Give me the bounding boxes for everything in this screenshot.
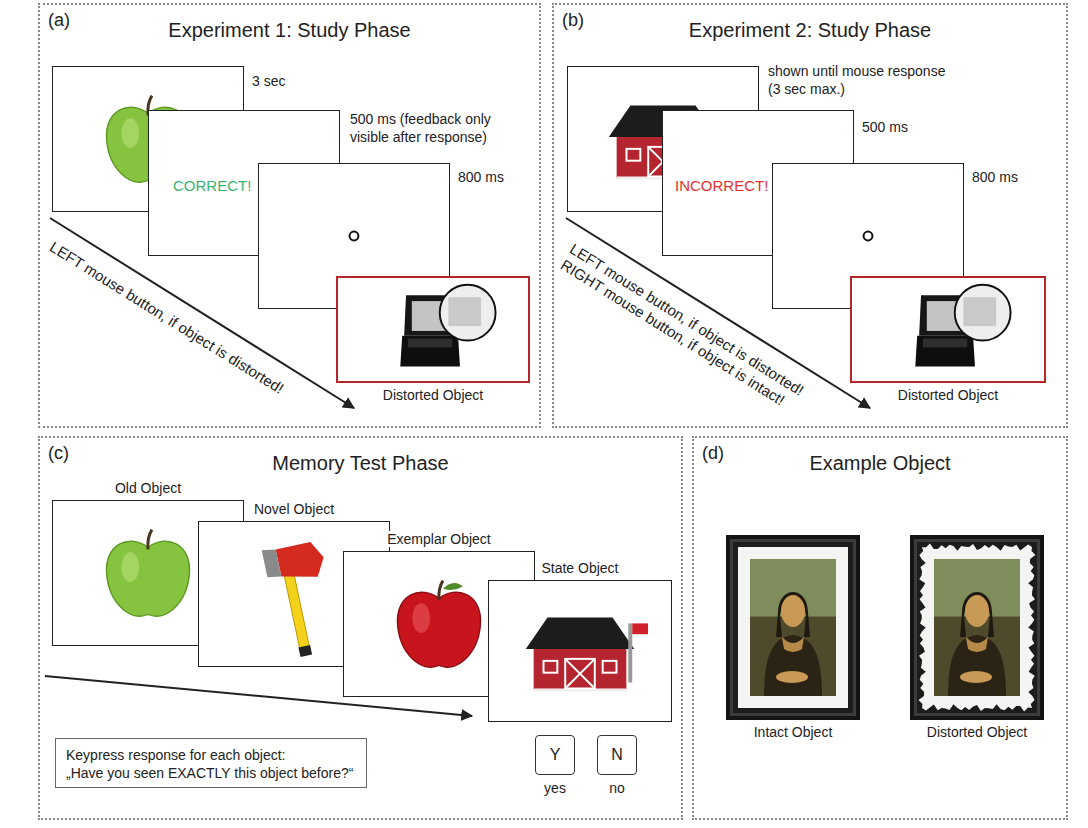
response-instruction: LEFT mouse button, if object is distorte… xyxy=(47,238,287,397)
screen-node: Distorted Object xyxy=(336,276,530,405)
timing-label: 800 ms xyxy=(458,169,504,185)
key-frame: Y xyxy=(535,735,575,775)
panel-letter-holder: (c) xyxy=(48,443,69,465)
panel-title-holder: Experiment 2: Study Phase xyxy=(554,18,1066,42)
timing-label-holder: 500 ms (feedback only visible after resp… xyxy=(350,110,522,146)
screen-node: Distorted Object xyxy=(910,535,1044,742)
instruction-text: „Have you seen EXACTLY this object befor… xyxy=(66,765,353,781)
panel-letter: (c) xyxy=(48,443,69,463)
screen-frame xyxy=(488,580,672,722)
object-heading: Exemplar Object xyxy=(384,531,493,547)
object-caption-holder: Intact Object xyxy=(706,723,880,741)
screen-node: State Object xyxy=(488,558,672,722)
panel-title: Experiment 1: Study Phase xyxy=(168,19,410,41)
timing-label: 500 ms xyxy=(862,119,908,135)
key-caption: no xyxy=(609,780,625,796)
panel-title: Example Object xyxy=(809,452,950,474)
key-node: Yyes xyxy=(535,735,575,797)
panel-letter-holder: (b) xyxy=(562,10,584,32)
instruction-text-holder: Keypress response for each object: xyxy=(66,746,285,764)
timing-label: 3 sec xyxy=(252,73,285,89)
instruction-box: Keypress response for each object: „Have … xyxy=(55,738,367,788)
key-letter-holder: N xyxy=(598,745,636,764)
object-caption: Intact Object xyxy=(754,724,833,740)
object-caption: Distorted Object xyxy=(383,387,483,403)
panel-title-holder: Experiment 1: Study Phase xyxy=(40,18,539,42)
object-heading-holder: Exemplar Object xyxy=(343,530,535,548)
key-frame: N xyxy=(597,735,637,775)
key-caption-holder: no xyxy=(587,779,647,797)
panel-letter: (d) xyxy=(702,443,724,463)
timing-label: 800 ms xyxy=(972,169,1018,185)
screen-node: Distorted Object xyxy=(850,276,1046,405)
timing-label-holder: 800 ms xyxy=(972,168,1018,186)
response-instruction: RIGHT mouse button, if object is intact! xyxy=(558,256,788,409)
response-instruction: LEFT mouse button, if object is distorte… xyxy=(567,240,807,399)
object-caption: Distorted Object xyxy=(927,724,1027,740)
screen-frame xyxy=(726,535,860,720)
feedback-text: CORRECT! xyxy=(173,177,251,194)
screen-frame xyxy=(850,276,1046,383)
timing-label: shown until mouse response (3 sec max.) xyxy=(768,63,945,97)
figure-panel: (a) Experiment 1: Study PhaseCORRECT! Dist… xyxy=(38,3,541,428)
panel-title: Experiment 2: Study Phase xyxy=(689,19,931,41)
key-node: Nno xyxy=(597,735,637,797)
object-heading-holder: State Object xyxy=(488,559,672,577)
panel-letter: (b) xyxy=(562,10,584,30)
object-caption-holder: Distorted Object xyxy=(316,386,550,404)
key-letter-holder: Y xyxy=(536,745,574,764)
object-picture xyxy=(338,278,528,381)
panel-letter-holder: (d) xyxy=(702,443,724,465)
panel-letter: (a) xyxy=(48,10,70,30)
feedback-text-holder: INCORRECT! xyxy=(675,177,768,195)
key-caption: yes xyxy=(544,780,566,796)
timing-label-holder: 500 ms xyxy=(862,118,908,136)
object-caption-holder: Distorted Object xyxy=(830,386,1066,404)
object-heading: Old Object xyxy=(112,480,184,496)
timing-label-holder: 800 ms xyxy=(458,168,504,186)
key-caption-holder: yes xyxy=(525,779,585,797)
timing-label-holder: shown until mouse response (3 sec max.) xyxy=(768,62,956,98)
figure-panel: (d) Example ObjectIntact Object Distorted … xyxy=(692,436,1068,820)
response-instruction-holder: RIGHT mouse button, if object is intact! xyxy=(557,256,788,409)
object-picture xyxy=(726,535,860,720)
object-heading: Novel Object xyxy=(251,501,337,517)
panel-letter-holder: (a) xyxy=(48,10,70,32)
timing-label: 500 ms (feedback only visible after resp… xyxy=(350,111,491,145)
screen-node: Intact Object xyxy=(726,535,860,742)
feedback-text: INCORRECT! xyxy=(675,177,768,194)
object-picture xyxy=(910,535,1044,720)
figure-panel: (c) Memory Test PhaseOld ObjectNovel Obje… xyxy=(38,436,683,820)
panel-title-holder: Memory Test Phase xyxy=(40,451,681,475)
object-picture xyxy=(852,278,1044,381)
object-caption-holder: Distorted Object xyxy=(890,723,1064,741)
panel-title-holder: Example Object xyxy=(694,451,1066,475)
timing-label-holder: 3 sec xyxy=(252,72,285,90)
response-instruction-holder: LEFT mouse button, if object is distorte… xyxy=(46,238,287,398)
panel-title: Memory Test Phase xyxy=(272,452,448,474)
key-letter: N xyxy=(611,746,623,763)
object-heading-holder: Old Object xyxy=(52,479,244,497)
object-picture xyxy=(489,581,671,721)
object-heading-holder: Novel Object xyxy=(198,500,390,518)
response-instruction-holder: LEFT mouse button, if object is distorte… xyxy=(566,240,807,400)
object-caption: Distorted Object xyxy=(898,387,998,403)
feedback-text-holder: CORRECT! xyxy=(173,177,251,195)
instruction-text: Keypress response for each object: xyxy=(66,747,285,763)
object-heading: State Object xyxy=(538,560,621,576)
key-letter: Y xyxy=(550,746,561,763)
instruction-text-holder: „Have you seen EXACTLY this object befor… xyxy=(66,764,353,782)
screen-frame xyxy=(336,276,530,383)
screen-frame xyxy=(910,535,1044,720)
